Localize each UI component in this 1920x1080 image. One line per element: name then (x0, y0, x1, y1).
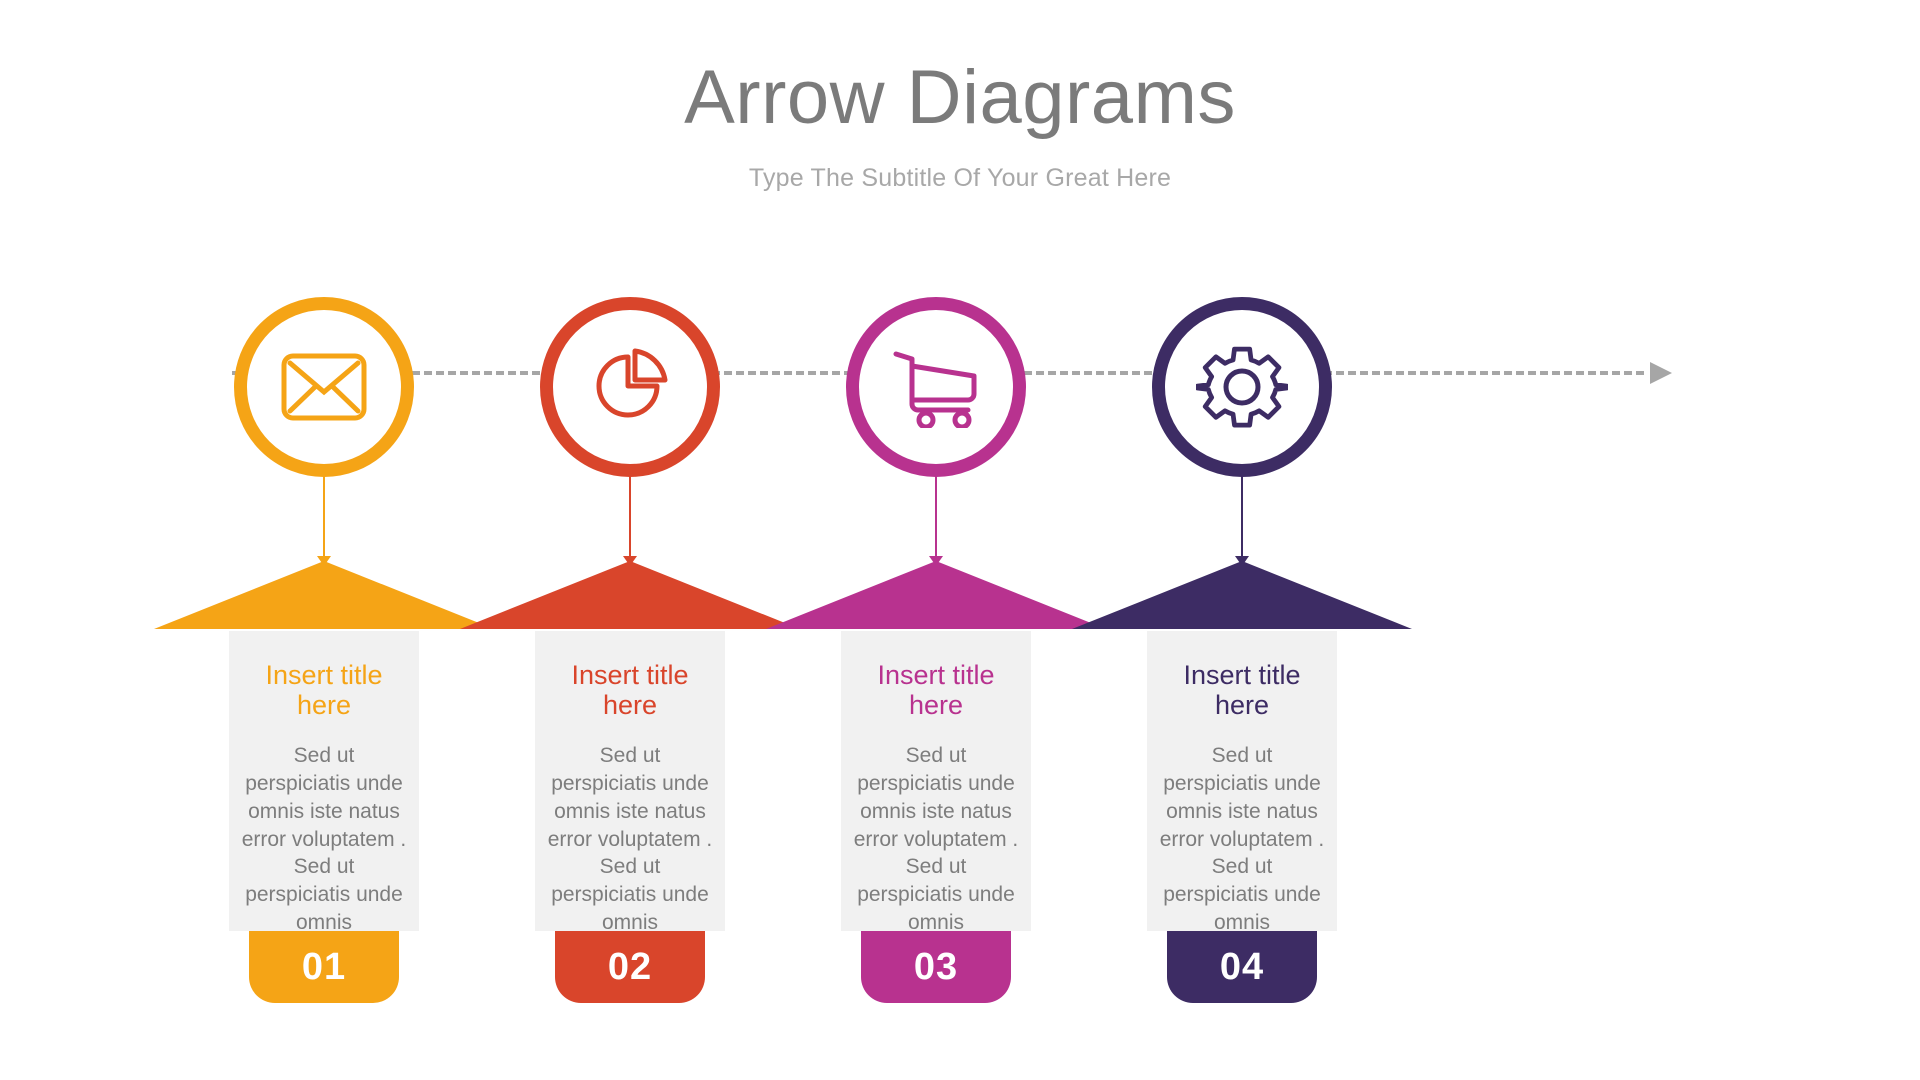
step-arrow-head-3 (766, 561, 1106, 629)
gear-icon (1196, 341, 1288, 433)
step-connector-stem-1 (323, 470, 325, 560)
step-number-badge-2: 02 (555, 931, 705, 1003)
step-card-3: Insert title here Sed ut perspiciatis un… (841, 631, 1031, 934)
step-icon-circle-3[interactable] (846, 297, 1026, 477)
step-arrow-head-2 (460, 561, 800, 629)
step-description-2: Sed ut perspiciatis unde omnis iste natu… (547, 744, 713, 934)
envelope-icon (280, 352, 368, 422)
page-title: Arrow Diagrams (684, 55, 1236, 140)
step-connector-stem-4 (1241, 470, 1243, 560)
step-description-3: Sed ut perspiciatis unde omnis iste natu… (853, 744, 1019, 934)
step-number-2: 02 (607, 946, 653, 988)
page-subtitle: Type The Subtitle Of Your Great Here (748, 164, 1172, 192)
step-number-4: 04 (1219, 946, 1265, 988)
step-description-4: Sed ut perspiciatis unde omnis iste natu… (1159, 744, 1325, 934)
step-number-1: 01 (301, 946, 347, 988)
step-title-4: Insert title here (1183, 660, 1301, 720)
step-icon-circle-4[interactable] (1152, 297, 1332, 477)
step-description-1: Sed ut perspiciatis unde omnis iste natu… (241, 744, 407, 934)
pie-chart-icon (587, 344, 673, 430)
step-icon-circle-1[interactable] (234, 297, 414, 477)
step-number-badge-1: 01 (249, 931, 399, 1003)
step-connector-stem-2 (629, 470, 631, 560)
timeline-arrow-icon (1650, 362, 1672, 384)
step-arrow-head-4 (1072, 561, 1412, 629)
header: Arrow Diagrams Type The Subtitle Of Your… (0, 60, 1920, 193)
step-icon-circle-2[interactable] (540, 297, 720, 477)
step-title-3: Insert title here (877, 660, 995, 720)
step-card-4: Insert title here Sed ut perspiciatis un… (1147, 631, 1337, 934)
step-arrow-head-1 (154, 561, 494, 629)
step-number-badge-4: 04 (1167, 931, 1317, 1003)
step-connector-stem-3 (935, 470, 937, 560)
step-card-1: Insert title here Sed ut perspiciatis un… (229, 631, 419, 934)
step-card-2: Insert title here Sed ut perspiciatis un… (535, 631, 725, 934)
step-number-badge-3: 03 (861, 931, 1011, 1003)
step-number-3: 03 (913, 946, 959, 988)
shopping-cart-icon (890, 346, 982, 428)
step-title-2: Insert title here (571, 660, 689, 720)
step-title-1: Insert title here (265, 660, 383, 720)
